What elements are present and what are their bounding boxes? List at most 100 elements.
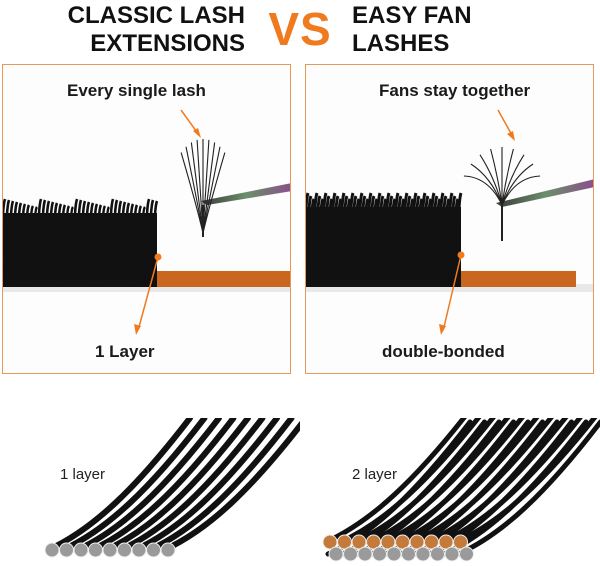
lash-strand [333, 195, 340, 288]
lash-strand [435, 198, 442, 288]
bond-dot [430, 546, 445, 562]
bond-dot [459, 546, 474, 562]
lash-strand [312, 192, 319, 288]
lash-strand [375, 192, 382, 288]
lash-strip [456, 271, 576, 287]
lash-strand [3, 198, 7, 287]
lash-strand [97, 204, 103, 288]
lash-strand [414, 195, 421, 288]
single-lash-group [180, 139, 226, 237]
lash-strand [53, 202, 59, 288]
lash-strand [74, 418, 222, 553]
lash-strand [425, 418, 569, 545]
lash-strand [25, 204, 31, 288]
lash-strand [429, 192, 436, 288]
lash-strand [161, 420, 300, 553]
easy-fan-photo [306, 109, 593, 335]
lash-strand [384, 192, 391, 288]
bond-dot-top [453, 534, 468, 550]
lash-strand [45, 200, 51, 288]
lash-strand [145, 198, 151, 288]
lash-strand [306, 195, 313, 288]
lash-strand [360, 195, 367, 288]
bond-dot [444, 546, 460, 562]
one-layer-diagram [44, 418, 300, 558]
lash-strand [450, 195, 457, 288]
lash-strand [81, 200, 87, 288]
lash-strand [89, 202, 95, 288]
lash-strand [432, 195, 439, 288]
title-right-line1: EASY FAN [352, 2, 472, 29]
lash-strand [57, 203, 63, 288]
lash-strand [381, 418, 525, 545]
title-right-line2: LASHES [352, 30, 450, 57]
bond-dot [401, 546, 416, 562]
fan-lash-row [306, 192, 463, 288]
bond-dot [73, 542, 89, 558]
two-layer-diagram [322, 418, 600, 562]
lash-strand [9, 200, 15, 288]
lash-strand [411, 192, 418, 288]
lash-strand [405, 195, 412, 288]
lash-strand [348, 192, 355, 288]
lash-strand [390, 198, 397, 288]
lash-strand [378, 195, 385, 288]
single-lash [202, 142, 216, 234]
lash-strand [33, 206, 39, 288]
lash-strand [37, 198, 43, 288]
lash-strand [369, 195, 376, 288]
title-left-line1: CLASSIC LASH [67, 2, 245, 29]
lash-strand [363, 198, 370, 288]
lash-strand [423, 195, 430, 288]
bond-dot [59, 542, 74, 558]
lash-strand [438, 192, 445, 288]
two-layer-label: 2 layer [352, 466, 398, 483]
lash-strand [372, 198, 379, 288]
lash-strand [69, 206, 75, 288]
bond-dot [415, 546, 431, 562]
lash-strand [132, 418, 280, 553]
fan-lash [490, 148, 503, 206]
easy-fan-title: EASY FAN LASHES [352, 2, 592, 58]
lash-strand [85, 201, 91, 288]
lash-strand [65, 205, 71, 288]
lash-strand [29, 205, 35, 288]
lash-strand [77, 199, 83, 288]
lash-strand [146, 418, 295, 553]
single-lash [180, 152, 204, 234]
lash-strand [88, 418, 237, 553]
lash-strand [393, 192, 400, 288]
bond-dot [160, 542, 176, 558]
lash-strand [129, 203, 135, 288]
bond-dot [343, 546, 358, 562]
lash-strand [447, 192, 454, 288]
lash-strand [59, 418, 208, 553]
lash-strand [345, 198, 352, 288]
bond-dot [328, 546, 344, 562]
lash-strand [387, 195, 394, 288]
tweezers-icon [201, 183, 290, 205]
fan-lash-group [463, 147, 541, 241]
lash-strand [149, 199, 155, 288]
lash-strand [61, 204, 67, 288]
lash-strand [420, 192, 427, 288]
lash-strand [49, 201, 55, 288]
bond-dot [117, 542, 132, 558]
lash-strand [103, 418, 251, 553]
fan-lash [501, 148, 514, 206]
title-left-line2: EXTENSIONS [90, 30, 245, 57]
bond-dot [386, 546, 402, 562]
bond-dot [102, 542, 118, 558]
fan-lash [501, 175, 541, 206]
classic-lash-panel: Every single lash 1 Layer [2, 64, 291, 374]
lash-strand [318, 198, 325, 288]
lash-strand [417, 198, 424, 288]
lash-strand [351, 195, 358, 288]
lash-strand [93, 203, 99, 288]
lash-strand [41, 199, 47, 288]
lash-strand [73, 198, 79, 288]
one-layer-caption: 1 Layer [95, 342, 155, 361]
lash-strand [141, 206, 147, 288]
fan-lash [463, 175, 503, 206]
lash-strand [324, 195, 331, 288]
